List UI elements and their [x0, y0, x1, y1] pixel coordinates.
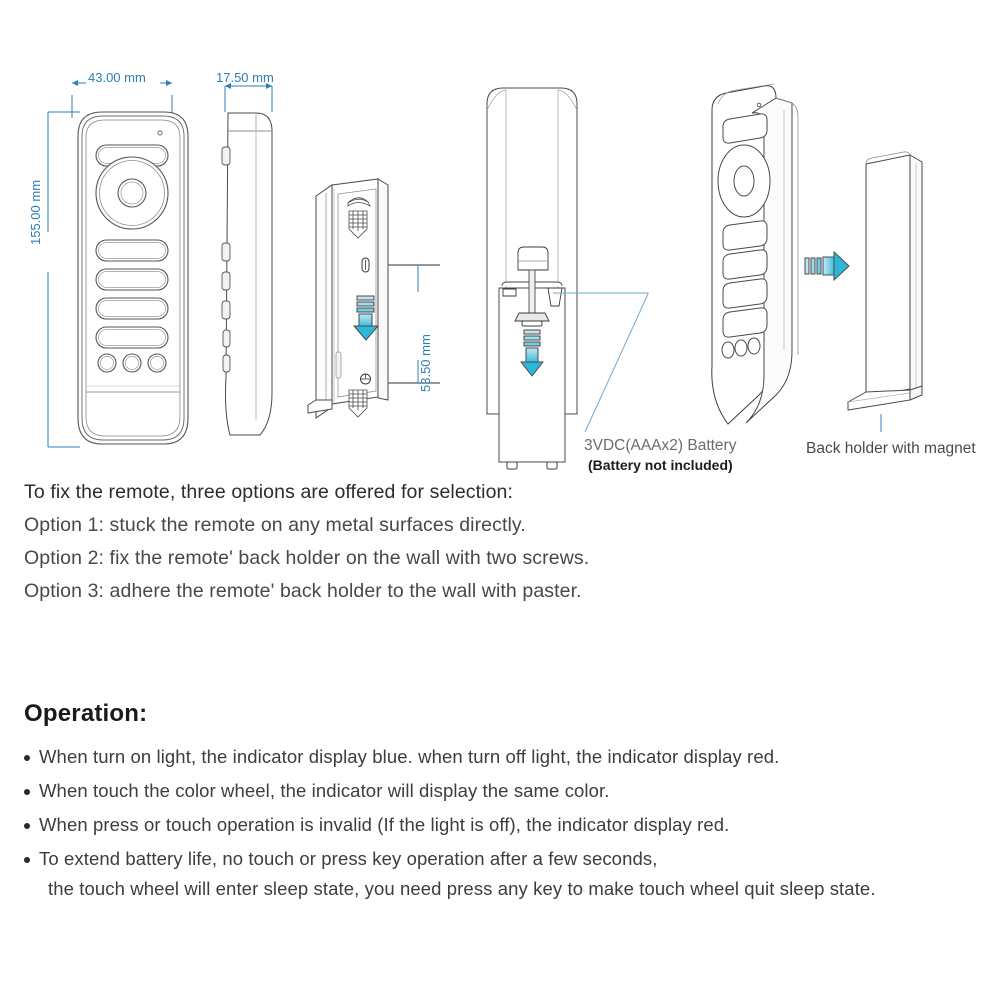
battery-cover-direction-arrow — [519, 329, 545, 377]
screw-hole-top — [361, 257, 370, 273]
mode-buttons — [97, 353, 167, 373]
front-view — [77, 111, 189, 445]
dimension-screw-spacing-label: 53.50 mm — [418, 334, 433, 392]
grip-hatch-bottom — [348, 389, 368, 418]
dimension-height-label: 155.00 mm — [28, 179, 43, 245]
side-buttons — [221, 146, 231, 373]
zone-buttons — [95, 239, 169, 349]
battery-not-included-note: (Battery not included) — [588, 457, 733, 473]
bullet-dot-icon — [24, 857, 30, 863]
operation-bullet-3-text: When press or touch operation is invalid… — [39, 814, 730, 835]
persp-mode-buttons — [721, 337, 761, 359]
operation-bullet-2-text: When touch the color wheel, the indicato… — [39, 780, 610, 801]
side-view — [221, 112, 273, 436]
bullet-dot-icon — [24, 823, 30, 829]
operation-bullet-3: When press or touch operation is invalid… — [24, 814, 729, 836]
screw-hole-bottom — [360, 373, 371, 385]
operation-bullet-1: When turn on light, the indicator displa… — [24, 746, 779, 768]
attach-direction-arrow — [804, 250, 850, 282]
indicator-led — [157, 130, 163, 136]
grip-hatch-top — [348, 210, 368, 239]
battery-compartment-view — [486, 87, 649, 470]
technical-drawing-area: 43.00 mm 17.50 mm 155.00 mm 53.50 mm 3VD… — [0, 0, 1000, 480]
dimension-width-label: 43.00 mm — [88, 70, 146, 85]
persp-color-wheel — [717, 144, 771, 218]
color-wheel — [95, 156, 169, 230]
fixing-option-1: Option 1: stuck the remote on any metal … — [24, 514, 526, 536]
back-holder-callout-label: Back holder with magnet — [806, 440, 976, 457]
fixing-option-2: Option 2: fix the remote' back holder on… — [24, 547, 590, 569]
fixing-intro-text: To fix the remote, three options are off… — [24, 481, 513, 503]
dimension-thickness-label: 17.50 mm — [216, 70, 274, 85]
back-holder-view — [307, 178, 389, 419]
operation-bullet-4-text: To extend battery life, no touch or pres… — [39, 848, 658, 869]
battery-callout-label: 3VDC(AAAx2) Battery — [584, 437, 737, 454]
operation-bullet-2: When touch the color wheel, the indicato… — [24, 780, 610, 802]
persp-zone-buttons — [722, 220, 768, 338]
bullet-dot-icon — [24, 789, 30, 795]
persp-power-button — [722, 113, 768, 144]
perspective-view — [711, 83, 923, 432]
operation-bullet-1-text: When turn on light, the indicator displa… — [39, 746, 780, 767]
operation-bullet-4-continuation: the touch wheel will enter sleep state, … — [48, 878, 876, 899]
battery-leader-line — [553, 292, 649, 433]
operation-section-title: Operation: — [24, 700, 148, 727]
bullet-dot-icon — [24, 755, 30, 761]
back-holder-piece — [847, 151, 923, 411]
insert-direction-arrow-holder — [352, 295, 380, 341]
dimension-lines — [47, 80, 273, 448]
operation-bullet-4: To extend battery life, no touch or pres… — [24, 848, 657, 870]
fixing-option-3: Option 3: adhere the remote' back holder… — [24, 580, 582, 602]
